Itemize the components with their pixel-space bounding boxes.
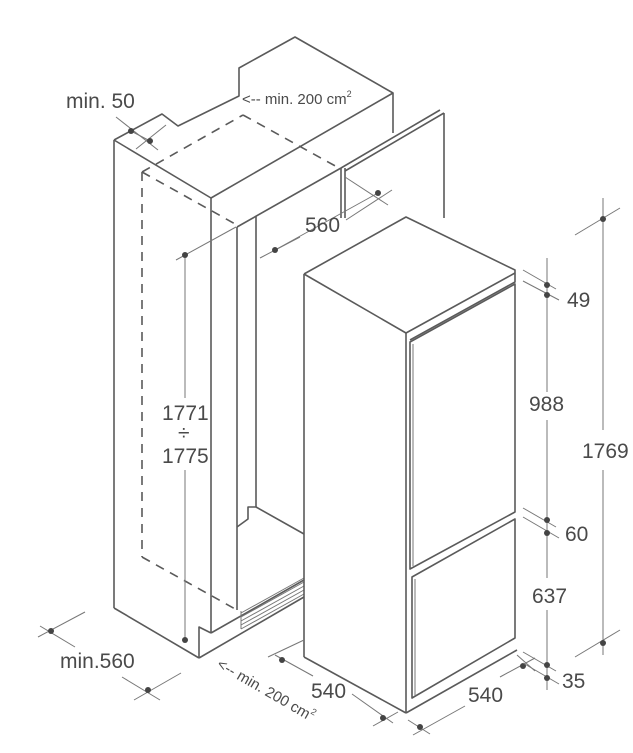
lower-door-height-label: 637 (532, 585, 567, 608)
top-gap-label: 49 (567, 289, 590, 312)
niche-height-max-label: 1775 (162, 445, 209, 468)
door-gap-label: 60 (565, 523, 588, 546)
total-height-label: 1769 (582, 440, 629, 463)
top-clearance-label: min. 50 (66, 90, 135, 113)
top-vent-label: <-- min. 200 cm2 (242, 89, 352, 108)
plinth-grille (240, 577, 305, 630)
appliance-width-label: 540 (311, 680, 346, 703)
upper-door-height-label: 988 (529, 393, 564, 416)
bottom-vent-label: <-- min. 200 cm2 (214, 654, 318, 725)
niche-height-min-label: 1771 (162, 402, 209, 425)
niche-dashed-outline (141, 114, 340, 611)
cabinet-depth-label: 560 (305, 214, 340, 237)
niche-height-separator: ÷ (178, 422, 190, 445)
appliance-depth-label: 540 (468, 684, 503, 707)
upper-door (409, 283, 516, 570)
niche-width-label: min.560 (60, 650, 135, 673)
bottom-gap-label: 35 (562, 670, 585, 693)
refrigerator (303, 216, 518, 714)
lower-door (411, 518, 516, 699)
dimension-lines (37, 116, 621, 736)
